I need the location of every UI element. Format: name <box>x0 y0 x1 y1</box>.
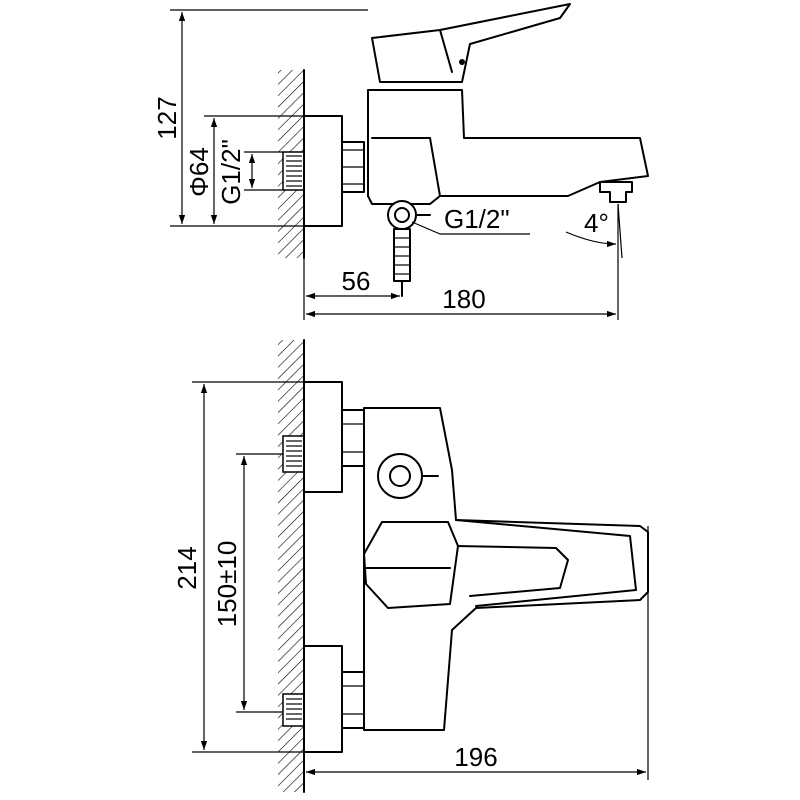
dim-thread-left-label: G1/2" <box>216 139 246 205</box>
dim-127: 127 <box>152 9 368 227</box>
dim-196-label: 196 <box>454 742 497 772</box>
dim-thread-diverter-label: G1/2" <box>444 204 510 234</box>
plan-view-diverter-knob <box>377 453 439 499</box>
dim-196: 196 <box>306 526 649 780</box>
plan-view-upper-nut <box>341 409 365 467</box>
dim-angle-label: 4° <box>584 208 609 238</box>
dim-214-label: 214 <box>172 546 202 589</box>
plan-view-upper-inlet <box>282 435 306 473</box>
plan-view-upper-escutcheon <box>303 381 343 493</box>
dim-phi64: Φ64 <box>184 115 304 224</box>
dim-150: 150±10 <box>212 453 283 713</box>
plan-view-lower-nut <box>341 671 365 729</box>
plan-view: 214 150±10 196 <box>172 339 649 793</box>
dim-127-label: 127 <box>152 96 182 139</box>
side-view-escutcheon <box>303 115 343 227</box>
plan-view-spout-outline <box>455 519 637 607</box>
dim-56-label: 56 <box>342 266 371 296</box>
side-view-aerator <box>599 181 633 203</box>
side-view: 127 Φ64 G1/2" G1/2" 4° <box>152 3 649 320</box>
dim-phi64-label: Φ64 <box>184 147 214 197</box>
dim-thread-left: G1/2" <box>216 139 283 205</box>
side-view-lever-handle <box>371 3 571 83</box>
side-view-diverter-knob <box>387 200 431 297</box>
dim-56-180: 56 180 <box>303 258 619 320</box>
side-view-body-spout <box>367 89 649 205</box>
plan-view-lower-inlet <box>282 693 306 727</box>
dim-150-label: 150±10 <box>212 541 242 628</box>
plan-view-lever-handle <box>363 521 459 609</box>
dim-214: 214 <box>172 381 304 753</box>
side-view-inlet-thread <box>282 151 306 191</box>
dim-thread-diverter: G1/2" <box>411 204 530 235</box>
plan-view-lower-escutcheon <box>303 645 343 753</box>
dim-180-label: 180 <box>442 284 485 314</box>
dim-angle: 4° <box>565 203 623 259</box>
